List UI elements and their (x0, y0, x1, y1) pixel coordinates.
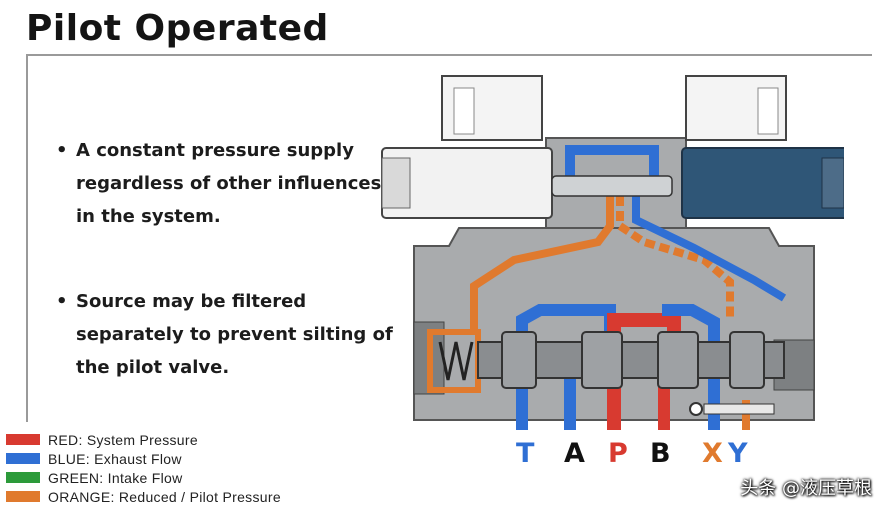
legend-item-red: RED: System Pressure (6, 430, 281, 449)
bullet-filtered-source: • Source may be filtered separately to p… (56, 285, 396, 384)
legend-item-orange: ORANGE: Reduced / Pilot Pressure (6, 487, 281, 506)
pilot-pressure-passage-right (616, 196, 734, 320)
legend-item-green: GREEN: Intake Flow (6, 468, 281, 487)
solenoid-right-icon (681, 75, 844, 219)
port-label-x: X (702, 438, 723, 469)
pilot-spool (551, 175, 673, 197)
legend-swatch (6, 453, 40, 464)
bullet-text: Source may be filtered separately to pre… (76, 291, 393, 378)
watermark: 头条 @液压草根 (740, 478, 872, 499)
legend-label: GREEN: Intake Flow (48, 469, 183, 486)
port-labels: T A P B X Y (510, 438, 750, 478)
port-label-y: Y (728, 438, 748, 469)
pilot-pressure-passage (470, 196, 614, 332)
legend-item-blue: BLUE: Exhaust Flow (6, 449, 281, 468)
bullet-marker: • (56, 291, 68, 312)
bullet-text: A constant pressure supply regardless of… (76, 140, 382, 227)
color-legend: RED: System Pressure BLUE: Exhaust Flow … (6, 430, 281, 506)
port-label-b: B (650, 438, 671, 469)
legend-label: ORANGE: Reduced / Pilot Pressure (48, 488, 281, 505)
legend-swatch (6, 491, 40, 502)
port-label-a: A (564, 438, 585, 469)
frame-rule-top (26, 54, 872, 56)
page-title: Pilot Operated (26, 8, 329, 49)
port-label-p: P (608, 438, 628, 469)
pilot-exhaust-passage (565, 145, 659, 182)
bullet-constant-pressure: • A constant pressure supply regardless … (56, 134, 396, 233)
legend-label: RED: System Pressure (48, 431, 198, 448)
port-label-t: T (516, 438, 535, 469)
pilot-exhaust-right (632, 196, 787, 302)
solenoid-left-icon (381, 75, 553, 219)
valve-diagram (381, 75, 844, 430)
frame-rule-left (26, 54, 28, 422)
spring-left-icon (438, 341, 474, 381)
legend-label: BLUE: Exhaust Flow (48, 450, 182, 467)
legend-swatch (6, 434, 40, 445)
legend-swatch (6, 472, 40, 483)
needle-valve-icon (689, 402, 775, 416)
bullet-list: • A constant pressure supply regardless … (56, 134, 396, 436)
bullet-marker: • (56, 140, 68, 161)
main-spool (477, 331, 785, 389)
